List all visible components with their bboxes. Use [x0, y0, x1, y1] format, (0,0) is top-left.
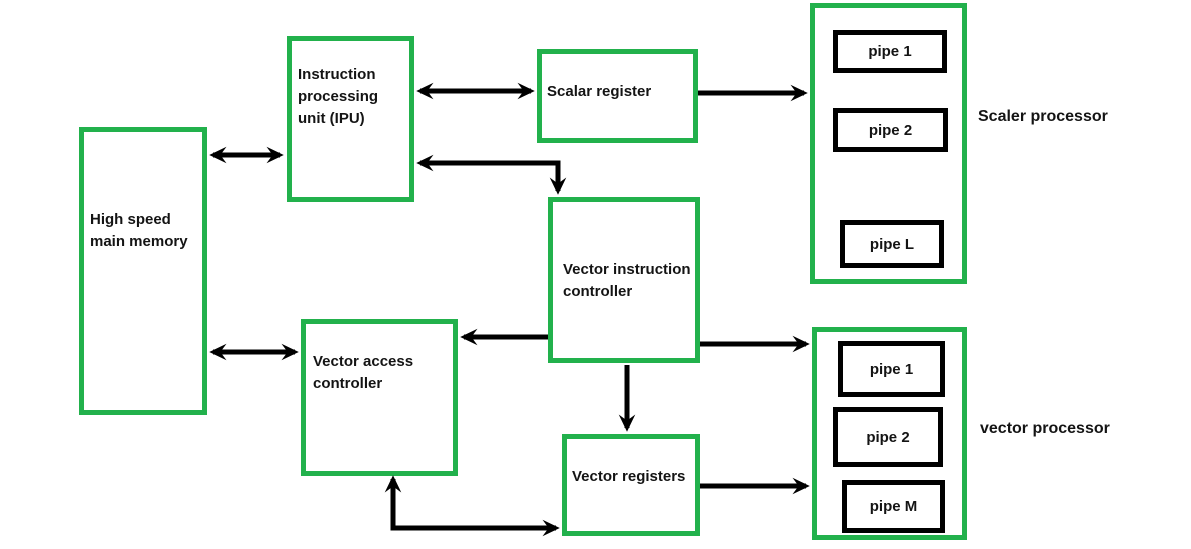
arrow-vector-access-controller-vector-registers-elbow [384, 475, 560, 537]
node-vector-access-controller: Vector access controller [301, 319, 458, 476]
pipe-box: pipe 1 [838, 341, 945, 397]
node-vector-registers: Vector registers [562, 434, 700, 536]
pipe-box: pipe L [840, 220, 944, 268]
pipe-label: pipe 2 [868, 121, 913, 139]
pipe-box: pipe 2 [833, 108, 948, 152]
node-scalar-register: Scalar register [537, 49, 698, 143]
node-vector-processor: pipe 1 pipe 2 pipe M [812, 327, 967, 540]
pipe-box: pipe M [842, 480, 945, 533]
node-label-high-speed-main-memory: High speed main memory [90, 211, 188, 250]
arrow-vector-instruction-controller-ipu-elbow [416, 154, 567, 195]
pipe-label: pipe 1 [869, 360, 914, 378]
node-scaler-processor: pipe 1 pipe 2 pipe L [810, 3, 967, 284]
pipe-label: pipe 2 [866, 428, 910, 446]
node-instruction-processing-unit: Instruction processing unit (IPU) [287, 36, 414, 202]
node-label-instruction-processing-unit: Instruction processing unit (IPU) [298, 66, 379, 127]
node-label-vector-access-controller: Vector access controller [313, 353, 414, 392]
label-scaler-processor: Scaler processor [978, 108, 1108, 125]
node-label-scalar-register: Scalar register [547, 83, 652, 100]
node-vector-instruction-controller: Vector instruction controller [548, 197, 700, 363]
pipe-label: pipe M [869, 498, 918, 515]
node-label-vector-registers: Vector registers [572, 468, 686, 485]
pipe-label: pipe 1 [868, 43, 912, 60]
node-label-vector-instruction-controller: Vector instruction controller [563, 261, 691, 300]
label-vector-processor: vector processor [980, 420, 1110, 437]
pipe-label: pipe L [869, 235, 915, 253]
node-high-speed-main-memory: High speed main memory [79, 127, 207, 415]
pipe-box: pipe 2 [833, 407, 943, 467]
pipe-box: pipe 1 [833, 30, 947, 73]
